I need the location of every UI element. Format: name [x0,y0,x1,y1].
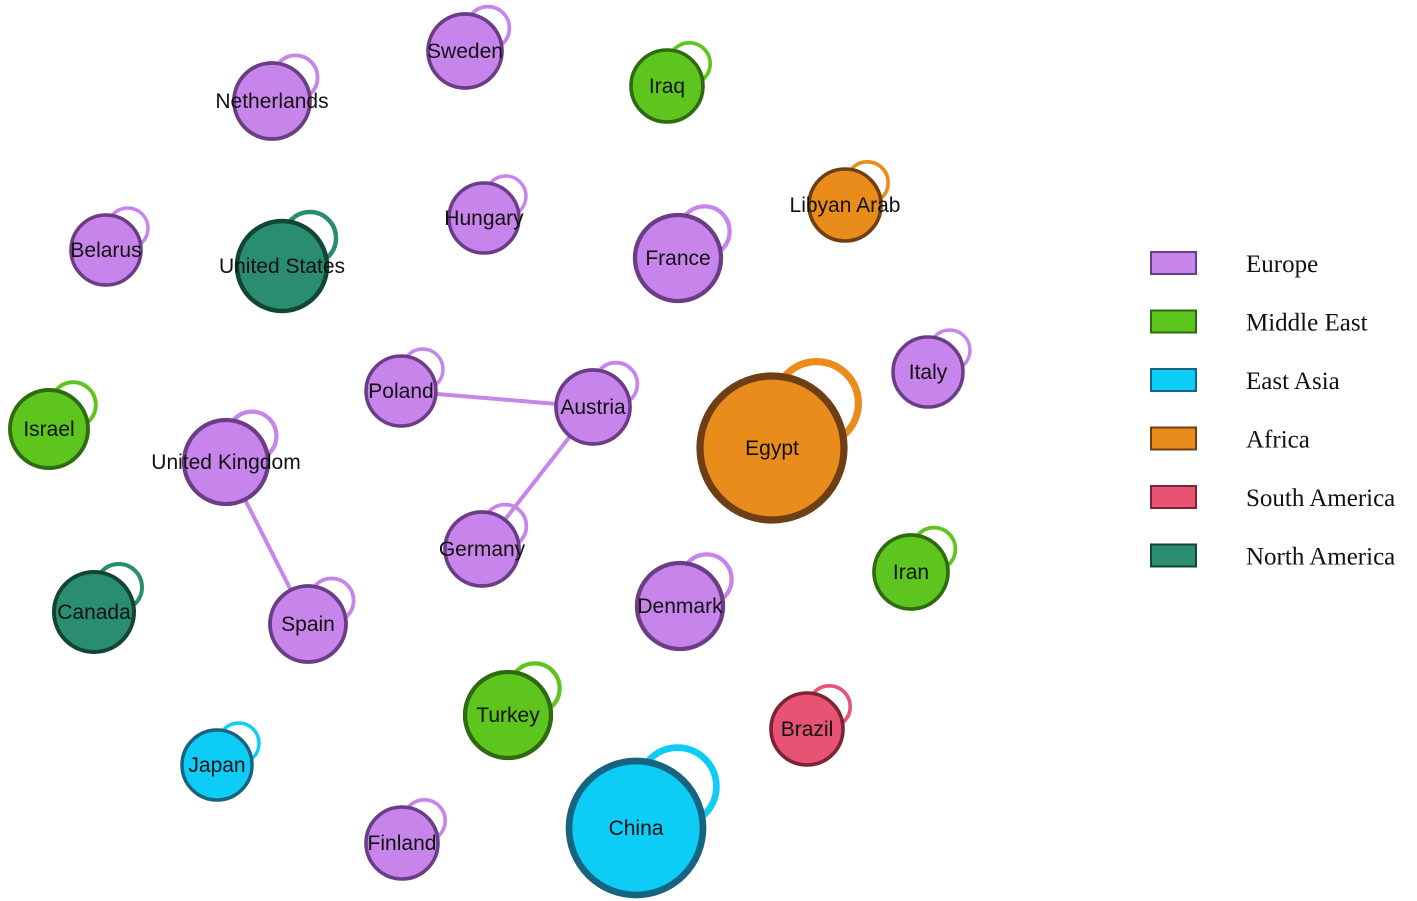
node-label-egypt: Egypt [745,437,799,460]
node-turkey[interactable]: Turkey [462,661,562,761]
node-circle-finland [364,805,440,881]
node-italy[interactable]: Italy [891,328,972,409]
node-label-china: China [609,817,664,840]
node-label-brazil: Brazil [781,718,834,741]
node-label-united-states: United States [219,255,345,278]
node-circle-united-kingdom [181,417,271,507]
node-label-germany: Germany [439,538,526,561]
node-circle-iran [872,533,950,611]
legend-item-middle-east: Middle East [1150,309,1368,337]
node-circle-netherlands [232,61,312,141]
node-label-iran: Iran [893,561,929,584]
node-label-iraq: Iraq [649,75,685,98]
node-label-hungary: Hungary [444,207,524,230]
node-label-austria: Austria [560,396,626,419]
legend-item-south-america: South America [1150,485,1395,512]
node-label-israel: Israel [23,418,74,441]
node-finland[interactable]: Finland [364,797,448,881]
node-circle-germany [443,510,521,588]
node-label-belarus: Belarus [70,239,141,262]
node-netherlands[interactable]: Netherlands [215,53,329,141]
node-label-italy: Italy [909,361,948,384]
node-canada[interactable]: Canada [52,562,145,654]
node-circle-austria [554,368,632,446]
node-austria[interactable]: Austria [554,360,640,446]
node-label-netherlands: Netherlands [215,90,328,113]
node-circle-united-states [234,218,330,314]
legend-swatch [1150,251,1197,275]
node-label-denmark: Denmark [637,595,723,618]
legend-item-africa: Africa [1150,426,1310,454]
legend-swatch [1150,368,1197,392]
node-japan[interactable]: Japan [180,721,261,802]
legend-swatch [1150,543,1197,568]
node-egypt[interactable]: Egypt [696,357,863,524]
node-iraq[interactable]: Iraq [629,41,713,124]
node-circle-egypt [696,372,848,524]
node-circle-poland [364,354,438,428]
node-circle-libyan-arab [807,167,883,243]
legend-label: Africa [1246,427,1310,454]
node-denmark[interactable]: Denmark [634,552,734,652]
node-label-sweden: Sweden [427,40,503,63]
node-circle-turkey [462,669,554,761]
node-circle-israel [8,388,90,470]
node-label-france: France [645,247,710,270]
node-germany[interactable]: Germany [439,502,529,588]
legend-label: Europe [1246,251,1318,278]
node-circle-belarus [69,213,143,287]
legend-label: North America [1246,544,1395,571]
legend-item-east-asia: East Asia [1150,368,1340,395]
node-iran[interactable]: Iran [872,525,958,611]
node-circle-spain [268,584,348,664]
node-sweden[interactable]: Sweden [426,4,512,90]
node-circle-iraq [629,48,705,124]
node-label-spain: Spain [281,613,335,636]
node-label-canada: Canada [57,601,131,624]
legend-item-europe: Europe [1150,251,1318,278]
node-united-kingdom[interactable]: United Kingdom [151,409,301,507]
node-circle-sweden [426,12,504,90]
legend-swatch [1150,485,1197,509]
node-china[interactable]: China [565,744,720,899]
legend-label: East Asia [1246,368,1340,395]
node-circle-japan [180,728,254,802]
node-circle-denmark [634,560,726,652]
node-circle-france [632,212,724,304]
node-circle-china [565,757,707,899]
node-united-states[interactable]: United States [219,209,345,314]
node-france[interactable]: France [632,204,732,304]
node-spain[interactable]: Spain [268,576,356,664]
node-label-libyan-arab: Libyan Arab [790,194,901,217]
legend-swatch [1150,426,1197,451]
legend-label: Middle East [1246,310,1368,337]
node-brazil[interactable]: Brazil [769,683,853,767]
legend-label: South America [1246,485,1395,512]
node-israel[interactable]: Israel [8,380,98,470]
node-circle-hungary [447,181,521,255]
node-label-finland: Finland [368,832,437,855]
node-circle-italy [891,335,965,409]
node-label-turkey: Turkey [476,704,540,727]
node-circle-canada [52,570,136,654]
node-libyan-arab[interactable]: Libyan Arab [790,159,901,243]
legend-item-north-america: North America [1150,543,1395,571]
node-poland[interactable]: Poland [364,347,445,428]
node-label-japan: Japan [188,754,245,777]
node-label-poland: Poland [368,380,433,403]
node-circle-brazil [769,691,845,767]
node-belarus[interactable]: Belarus [69,206,150,287]
legend-swatch [1150,309,1197,334]
node-label-united-kingdom: United Kingdom [151,451,300,474]
node-hungary[interactable]: Hungary [444,174,528,255]
